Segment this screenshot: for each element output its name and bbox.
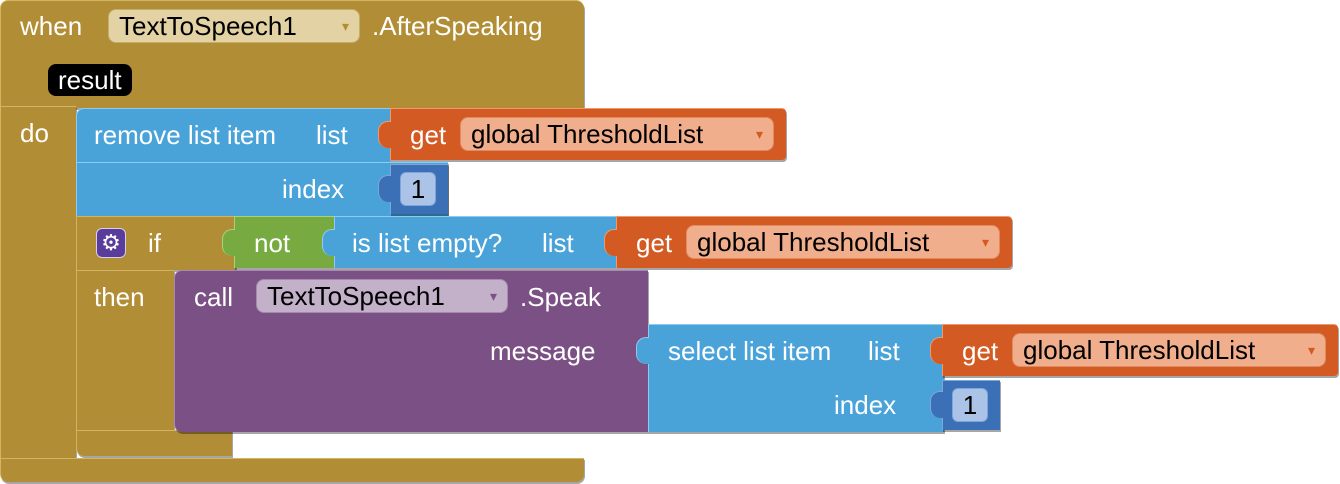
select-list-item-block[interactable] [648, 324, 944, 432]
is-list-empty-plug [322, 229, 335, 256]
select-list-item-plug [636, 337, 649, 364]
variable-dropdown-1[interactable]: global ThresholdList ▾ [460, 117, 774, 151]
speak-method-label: .Speak [520, 282, 601, 312]
get-label-1: get [410, 120, 447, 150]
variable-dropdown-3[interactable]: global ThresholdList ▾ [1012, 333, 1326, 367]
component-dropdown-tts-event[interactable]: TextToSpeech1 ▾ [108, 9, 360, 43]
not-block[interactable] [234, 216, 334, 268]
event-name-label: .AfterSpeaking [372, 11, 543, 41]
number-value-1[interactable]: 1 [400, 172, 436, 206]
component-dropdown-tts-call[interactable]: TextToSpeech1 ▾ [256, 279, 508, 313]
call-label: call [194, 282, 234, 312]
remove-list-item-label: remove list item [94, 120, 277, 150]
is-list-empty-block[interactable] [334, 216, 616, 268]
variable-name-2: global ThresholdList [697, 227, 930, 257]
event-block-spine [0, 106, 76, 458]
get-label-3: get [962, 336, 999, 366]
gear-icon[interactable]: ⚙ [96, 228, 126, 258]
not-plug [222, 229, 235, 256]
select-list-label: list [868, 336, 900, 366]
get-variable-plug-1 [378, 121, 391, 148]
param-result[interactable]: result [48, 64, 132, 96]
number-plug-1 [378, 175, 391, 202]
variable-dropdown-2[interactable]: global ThresholdList ▾ [686, 225, 1000, 259]
then-label: then [94, 282, 145, 312]
chevron-down-icon: ▾ [341, 18, 349, 34]
is-list-empty-list-label: list [542, 228, 574, 258]
remove-list-label: list [316, 120, 348, 150]
component-name: TextToSpeech1 [119, 11, 297, 41]
chevron-down-icon: ▾ [755, 126, 763, 142]
get-variable-plug-2 [604, 229, 617, 256]
number-plug-2 [930, 391, 943, 418]
chevron-down-icon: ▾ [981, 234, 989, 250]
call-component-name: TextToSpeech1 [267, 281, 445, 311]
chevron-down-icon: ▾ [489, 288, 497, 304]
variable-name-1: global ThresholdList [471, 119, 704, 149]
is-list-empty-label: is list empty? [352, 228, 503, 258]
when-label: when [20, 11, 83, 41]
if-block-bottom [76, 430, 232, 456]
do-label: do [20, 118, 49, 148]
event-block-bottom [0, 458, 584, 482]
if-block-spine [76, 270, 174, 438]
variable-name-3: global ThresholdList [1023, 335, 1256, 365]
message-label: message [490, 336, 596, 366]
get-label-2: get [636, 228, 673, 258]
if-label: if [148, 228, 161, 258]
chevron-down-icon: ▾ [1307, 342, 1315, 358]
number-value-2[interactable]: 1 [952, 388, 988, 422]
select-index-label: index [834, 390, 897, 420]
not-label: not [254, 228, 291, 258]
get-variable-plug-3 [930, 337, 943, 364]
select-list-item-label: select list item [668, 336, 832, 366]
remove-index-label: index [282, 174, 345, 204]
